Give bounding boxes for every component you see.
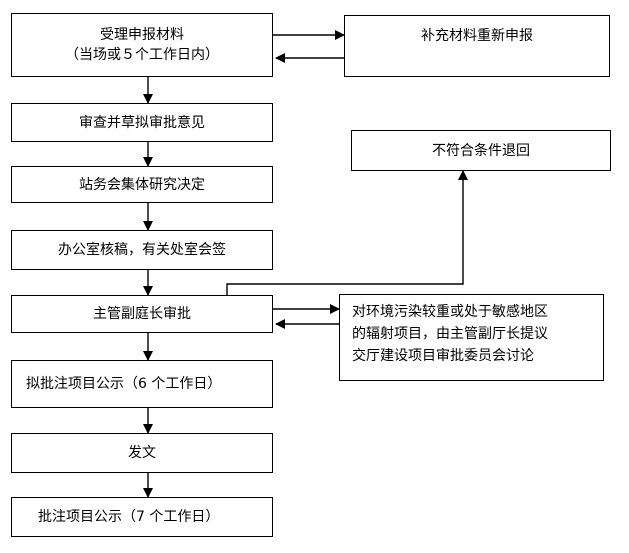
node-office-review: 办公室核稿，有关处室会签 <box>11 230 273 270</box>
node-deputy-approval-label: 主管副庭长审批 <box>93 306 191 322</box>
node-reject-return: 不符合条件退回 <box>351 130 611 171</box>
node-special-committee-line2: 的辐射项目，由主管副厅长提议 <box>352 326 548 342</box>
node-office-review-label: 办公室核稿，有关处室会签 <box>58 242 226 258</box>
node-accept-materials-line2: （当场或５个工作日内） <box>65 47 219 63</box>
node-supplement-materials-label: 补充材料重新申报 <box>421 28 533 44</box>
node-special-committee-line3: 交厅建设项目审批委员会讨论 <box>352 348 534 364</box>
node-review-draft: 审查并草拟审批意见 <box>11 103 273 142</box>
node-review-draft-label: 审查并草拟审批意见 <box>79 114 205 131</box>
node-special-committee: 对环境污染较重或处于敏感地区 的辐射项目，由主管副厅长提议 交厅建设项目审批委员… <box>339 294 604 381</box>
node-reject-return-label: 不符合条件退回 <box>432 142 530 159</box>
node-issue-document: 发文 <box>11 433 273 473</box>
node-deputy-approval: 主管副庭长审批 <box>11 295 273 333</box>
node-publicize-draft: 拟批注项目公示（6 个工作日） <box>11 360 273 408</box>
node-publicize-draft-label: 拟批注项目公示（6 个工作日） <box>26 376 222 392</box>
arrow-approve-to-reject <box>226 170 468 295</box>
node-final-publicity: 批注项目公示（7 个工作日） <box>11 497 273 537</box>
node-final-publicity-label: 批注项目公示（7 个工作日） <box>38 509 220 525</box>
node-accept-materials-line1: 受理申报材料 <box>100 27 184 43</box>
node-supplement-materials: 补充材料重新申报 <box>344 15 610 77</box>
node-station-meeting: 站务会集体研究决定 <box>11 166 273 203</box>
node-issue-document-label: 发文 <box>128 445 156 461</box>
node-special-committee-line1: 对环境污染较重或处于敏感地区 <box>352 304 548 320</box>
node-station-meeting-label: 站务会集体研究决定 <box>79 176 205 193</box>
node-accept-materials: 受理申报材料 （当场或５个工作日内） <box>11 13 273 77</box>
